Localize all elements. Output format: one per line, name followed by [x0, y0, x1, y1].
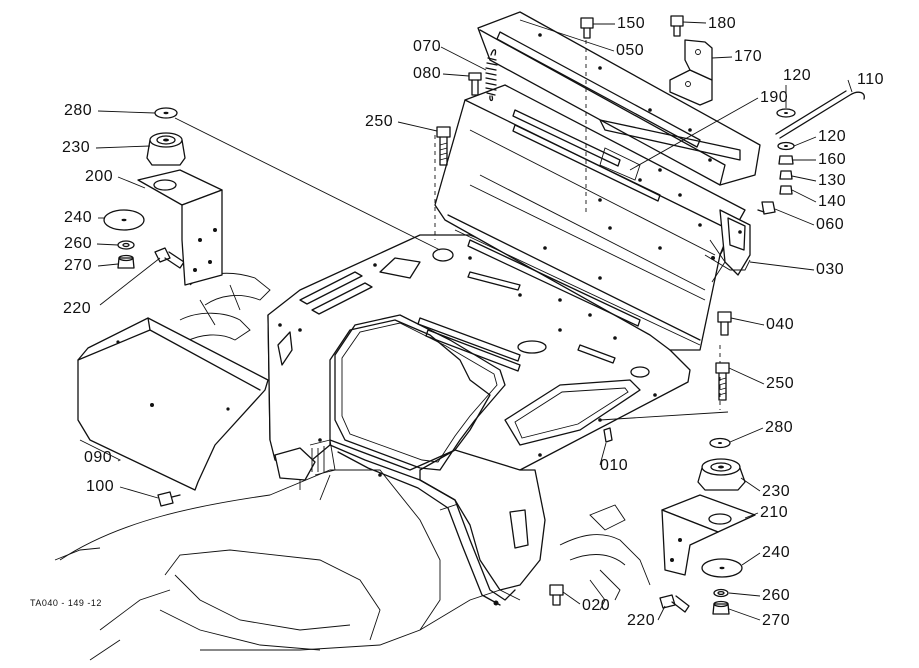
- bolts: [154, 15, 776, 613]
- part-label-280-right: 280: [765, 419, 794, 436]
- part-label-120-mid: 120: [818, 128, 847, 145]
- part-label-140: 140: [818, 193, 847, 210]
- part-label-240-left: 240: [64, 209, 93, 226]
- part-label-060: 060: [816, 216, 845, 233]
- part-label-280-left: 280: [64, 102, 93, 119]
- part-label-070: 070: [413, 38, 442, 55]
- part-label-040: 040: [766, 316, 795, 333]
- top-plate-050: [434, 11, 761, 410]
- part-label-130: 130: [818, 172, 847, 189]
- part-label-250-right: 250: [766, 375, 795, 392]
- part-label-090: 090: [84, 449, 113, 466]
- leader-lines: [79, 19, 853, 621]
- part-label-260-right: 260: [762, 587, 791, 604]
- part-label-030: 030: [816, 261, 845, 278]
- part-label-270-right: 270: [762, 612, 791, 629]
- rod-110: [775, 90, 865, 139]
- part-label-010: 010: [600, 457, 629, 474]
- part-label-240-right: 240: [762, 544, 791, 561]
- left-mount-stack: [103, 107, 223, 286]
- part-label-210: 210: [760, 504, 789, 521]
- part-label-170: 170: [734, 48, 763, 65]
- right-mount-stack: [661, 437, 756, 615]
- part-label-110: 110: [857, 71, 885, 88]
- cover-090: [77, 317, 269, 491]
- part-label-220-left: 220: [63, 300, 92, 317]
- part-label-180: 180: [708, 15, 737, 32]
- part-label-220-right: 220: [627, 612, 656, 629]
- rear-panel-030: [434, 84, 751, 351]
- hardware-stack-right: [776, 108, 796, 195]
- part-label-250-top: 250: [365, 113, 394, 130]
- spring-070: [485, 49, 498, 102]
- bracket-170: [669, 39, 713, 106]
- part-label-200: 200: [85, 168, 114, 185]
- part-label-050: 050: [616, 42, 645, 59]
- part-label-260-left: 260: [64, 235, 93, 252]
- part-label-020: 020: [582, 597, 611, 614]
- figure-code: TA040 - 149 -12: [30, 598, 102, 608]
- part-label-190: 190: [760, 89, 789, 106]
- part-label-120-top: 120: [783, 67, 812, 84]
- part-label-160: 160: [818, 151, 847, 168]
- part-label-270-left: 270: [64, 257, 93, 274]
- part-label-230-right: 230: [762, 483, 791, 500]
- part-label-080: 080: [413, 65, 442, 82]
- part-label-150: 150: [617, 15, 646, 32]
- part-label-100: 100: [86, 478, 115, 495]
- part-label-230-left: 230: [62, 139, 91, 156]
